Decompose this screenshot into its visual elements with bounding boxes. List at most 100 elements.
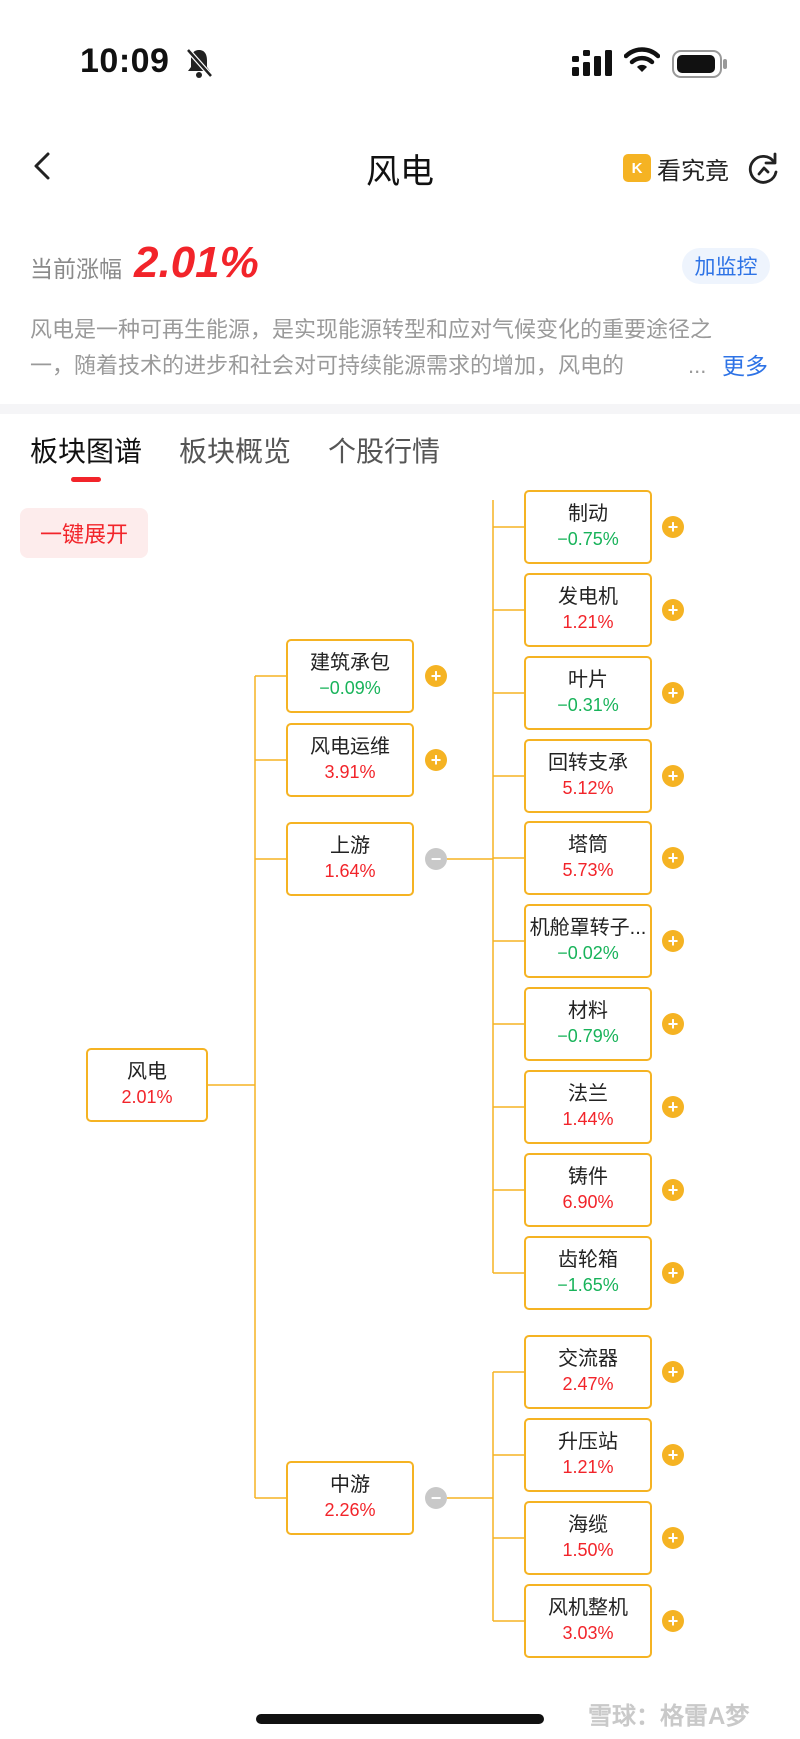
node-name: 风电 xyxy=(127,1061,167,1083)
tree-node-level1[interactable]: 风电运维 3.91% xyxy=(286,723,414,797)
silent-bell-icon xyxy=(186,48,213,78)
node-change: 1.21% xyxy=(562,612,614,632)
expand-plus-icon[interactable]: + xyxy=(662,1610,684,1632)
node-name: 法兰 xyxy=(568,1083,608,1105)
node-change: 1.44% xyxy=(562,1109,614,1129)
expand-plus-icon[interactable]: + xyxy=(425,749,447,771)
tree-node-upstream[interactable]: 制动 −0.75% xyxy=(524,490,652,564)
node-name: 中游 xyxy=(330,1474,370,1496)
description-line-2: 一，随着技术的进步和社会对可持续能源需求的增加，风电的 xyxy=(30,353,625,378)
node-name: 制动 xyxy=(568,503,608,525)
node-change: −0.79% xyxy=(557,1026,619,1046)
node-name: 风机整机 xyxy=(548,1597,628,1619)
expand-plus-icon[interactable]: + xyxy=(425,665,447,687)
node-name: 建筑承包 xyxy=(310,652,390,674)
tree-node-upstream[interactable]: 叶片 −0.31% xyxy=(524,656,652,730)
tree-node-upstream[interactable]: 法兰 1.44% xyxy=(524,1070,652,1144)
tree-node-level1[interactable]: 建筑承包 −0.09% xyxy=(286,639,414,713)
gain-value: 2.01% xyxy=(134,238,259,287)
kanjiujing-logo-icon: K xyxy=(623,154,651,182)
node-change: 2.26% xyxy=(324,1500,376,1520)
node-change: 1.50% xyxy=(562,1540,614,1560)
expand-plus-icon[interactable]: + xyxy=(662,1096,684,1118)
node-change: 1.64% xyxy=(324,861,376,881)
expand-plus-icon[interactable]: + xyxy=(662,1361,684,1383)
expand-plus-icon[interactable]: + xyxy=(662,1527,684,1549)
current-gain-row: 当前涨幅 2.01% 加监控 xyxy=(30,232,770,292)
expand-plus-icon[interactable]: + xyxy=(662,682,684,704)
expand-plus-icon[interactable]: + xyxy=(662,765,684,787)
status-time: 10:09 xyxy=(80,42,170,80)
node-name: 回转支承 xyxy=(548,752,628,774)
gain-label: 当前涨幅 xyxy=(30,256,122,282)
node-change: 3.91% xyxy=(324,762,376,782)
status-bar: 10:09 xyxy=(0,0,800,120)
expand-plus-icon[interactable]: + xyxy=(662,847,684,869)
node-change: 2.47% xyxy=(562,1374,614,1394)
cellular-signal-icon xyxy=(572,50,612,76)
battery-icon xyxy=(672,50,727,78)
tab-sector-overview[interactable]: 板块概览 xyxy=(179,436,292,467)
node-name: 升压站 xyxy=(558,1431,618,1453)
sector-description: 风电是一种可再生能源，是实现能源转型和应对气候变化的重要途径之 一，随着技术的进… xyxy=(30,312,770,384)
back-arrow-icon[interactable] xyxy=(24,146,64,186)
tree-node-level1[interactable]: 中游 2.26% xyxy=(286,1461,414,1535)
tree-node-midstream[interactable]: 风机整机 3.03% xyxy=(524,1584,652,1658)
tree-node-level1[interactable]: 上游 1.64% xyxy=(286,822,414,896)
tab-bar: 板块图谱 板块概览 个股行情 xyxy=(0,420,800,490)
node-name: 塔筒 xyxy=(568,834,608,856)
node-name: 齿轮箱 xyxy=(558,1249,618,1271)
expand-plus-icon[interactable]: + xyxy=(662,1179,684,1201)
node-name: 交流器 xyxy=(558,1348,618,1370)
expand-plus-icon[interactable]: + xyxy=(662,1013,684,1035)
node-change: −0.02% xyxy=(557,943,619,963)
node-change: −0.09% xyxy=(319,678,381,698)
add-monitor-button[interactable]: 加监控 xyxy=(682,248,770,284)
kanjiujing-label: 看究竟 xyxy=(657,157,729,185)
node-change: 6.90% xyxy=(562,1192,614,1212)
refresh-icon[interactable] xyxy=(744,150,782,188)
node-name: 上游 xyxy=(330,835,370,857)
tree-node-midstream[interactable]: 交流器 2.47% xyxy=(524,1335,652,1409)
tree-node-upstream[interactable]: 材料 −0.79% xyxy=(524,987,652,1061)
tab-sector-map[interactable]: 板块图谱 xyxy=(30,436,143,467)
node-change: −0.31% xyxy=(557,695,619,715)
description-line-1: 风电是一种可再生能源，是实现能源转型和应对气候变化的重要途径之 xyxy=(30,317,713,342)
expand-plus-icon[interactable]: + xyxy=(662,930,684,952)
node-change: −0.75% xyxy=(557,529,619,549)
tree-node-upstream[interactable]: 齿轮箱 −1.65% xyxy=(524,1236,652,1310)
tree-node-upstream[interactable]: 机舱罩转子...−0.02% xyxy=(524,904,652,978)
page-title: 风电 xyxy=(366,153,434,191)
more-link[interactable]: 更多 xyxy=(722,353,768,379)
kanjiujing-button[interactable]: K 看究竟 xyxy=(623,152,729,185)
node-change: 5.73% xyxy=(562,860,614,880)
expand-plus-icon[interactable]: + xyxy=(662,516,684,538)
section-divider xyxy=(0,404,800,414)
collapse-minus-icon[interactable]: − xyxy=(425,848,447,870)
node-name: 叶片 xyxy=(568,669,608,691)
description-ellipsis: ... xyxy=(688,353,707,378)
tree-connector-lines xyxy=(208,500,524,1622)
nav-bar: 风电 K 看究竟 xyxy=(0,130,800,210)
expand-plus-icon[interactable]: + xyxy=(662,599,684,621)
wifi-icon xyxy=(624,47,660,72)
tree-node-upstream[interactable]: 塔筒 5.73% xyxy=(524,821,652,895)
node-change: 1.21% xyxy=(562,1457,614,1477)
expand-plus-icon[interactable]: + xyxy=(662,1262,684,1284)
tree-node-midstream[interactable]: 升压站 1.21% xyxy=(524,1418,652,1492)
expand-all-button[interactable]: 一键展开 xyxy=(20,508,148,558)
tab-stock-quotes[interactable]: 个股行情 xyxy=(328,436,441,467)
node-name: 风电运维 xyxy=(310,736,390,758)
collapse-minus-icon[interactable]: − xyxy=(425,1487,447,1509)
node-change: 3.03% xyxy=(562,1623,614,1643)
node-change: −1.65% xyxy=(557,1275,619,1295)
expand-plus-icon[interactable]: + xyxy=(662,1444,684,1466)
node-name: 材料 xyxy=(568,1000,608,1022)
active-tab-indicator xyxy=(71,477,101,482)
